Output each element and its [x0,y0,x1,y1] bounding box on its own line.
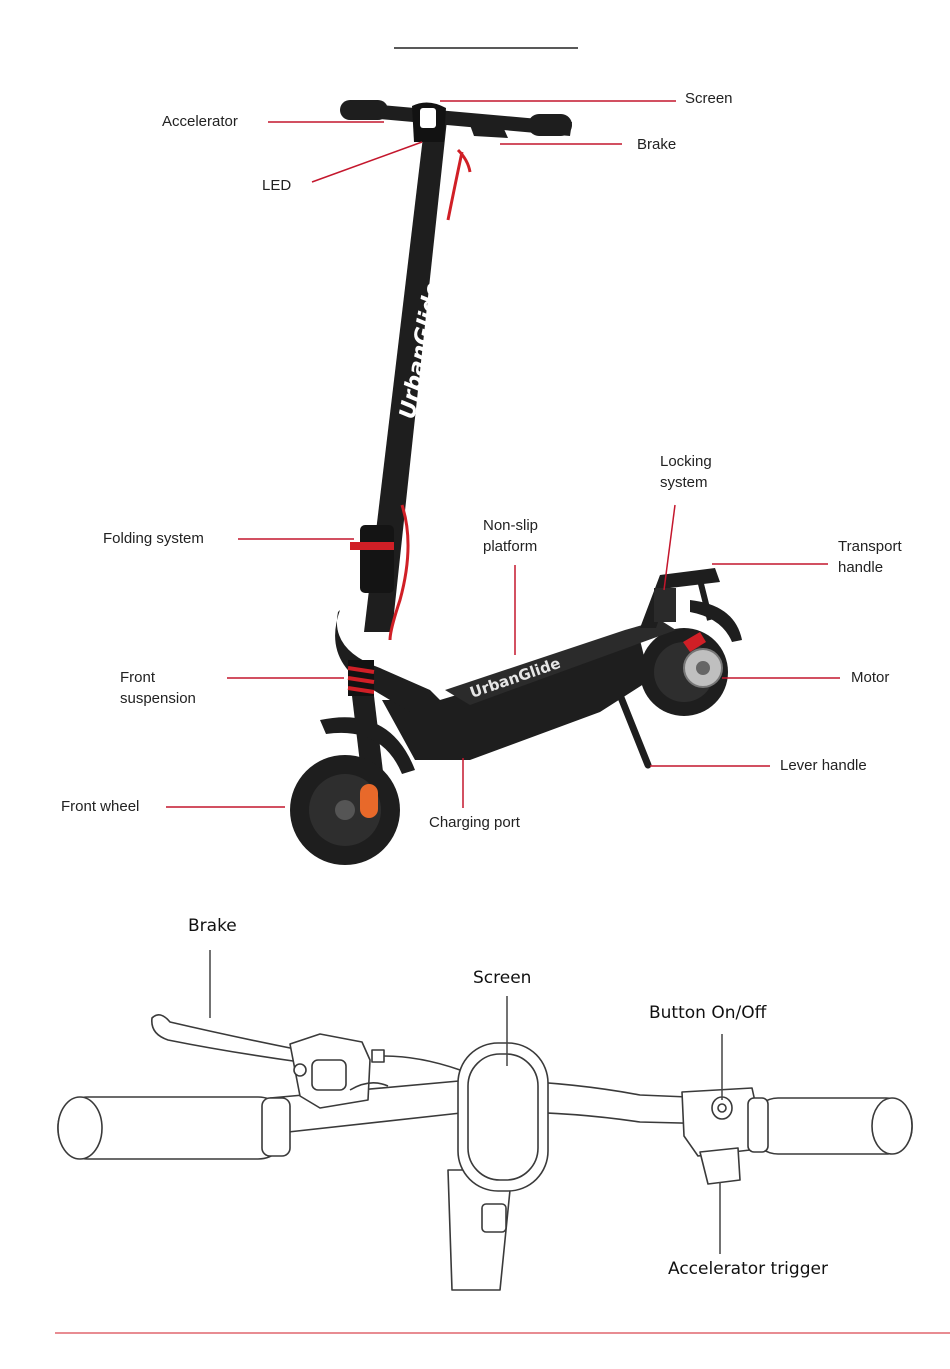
locking-bracket [654,588,676,622]
leader-led [312,142,422,182]
left-grip [340,100,388,120]
label-locking-line1: Locking [660,451,712,472]
label-screen: Screen [685,88,733,109]
kickstand [618,690,648,765]
label-lever: Lever handle [780,755,867,776]
label-hb-button: Button On/Off [649,1002,766,1024]
accelerator-trigger-shape [700,1148,740,1184]
front-reflector [360,784,378,818]
label-nonslip-line1: Non-slip [483,515,538,536]
folding-clamp [360,525,394,593]
label-accelerator: Accelerator [162,111,238,132]
label-brake: Brake [637,134,676,155]
label-front-wheel: Front wheel [61,796,139,817]
label-transport-line1: Transport [838,536,902,557]
label-folding: Folding system [103,528,204,549]
label-nonslip-line2: platform [483,536,537,557]
label-locking-line2: system [660,472,708,493]
right-grip [528,114,572,136]
label-front-suspension-line1: Front [120,667,155,688]
label-charging: Charging port [429,812,520,833]
screen-pod-outline [458,1043,548,1191]
label-motor: Motor [851,667,889,688]
label-led: LED [262,175,291,196]
label-hb-screen: Screen [473,967,531,989]
brake-lever-outline [152,1015,300,1062]
label-front-suspension-line2: suspension [120,688,196,709]
label-hb-accel: Accelerator trigger [668,1258,828,1280]
label-transport-line2: handle [838,557,883,578]
handlebar-illustration [58,1015,912,1290]
label-hb-brake: Brake [188,915,237,937]
